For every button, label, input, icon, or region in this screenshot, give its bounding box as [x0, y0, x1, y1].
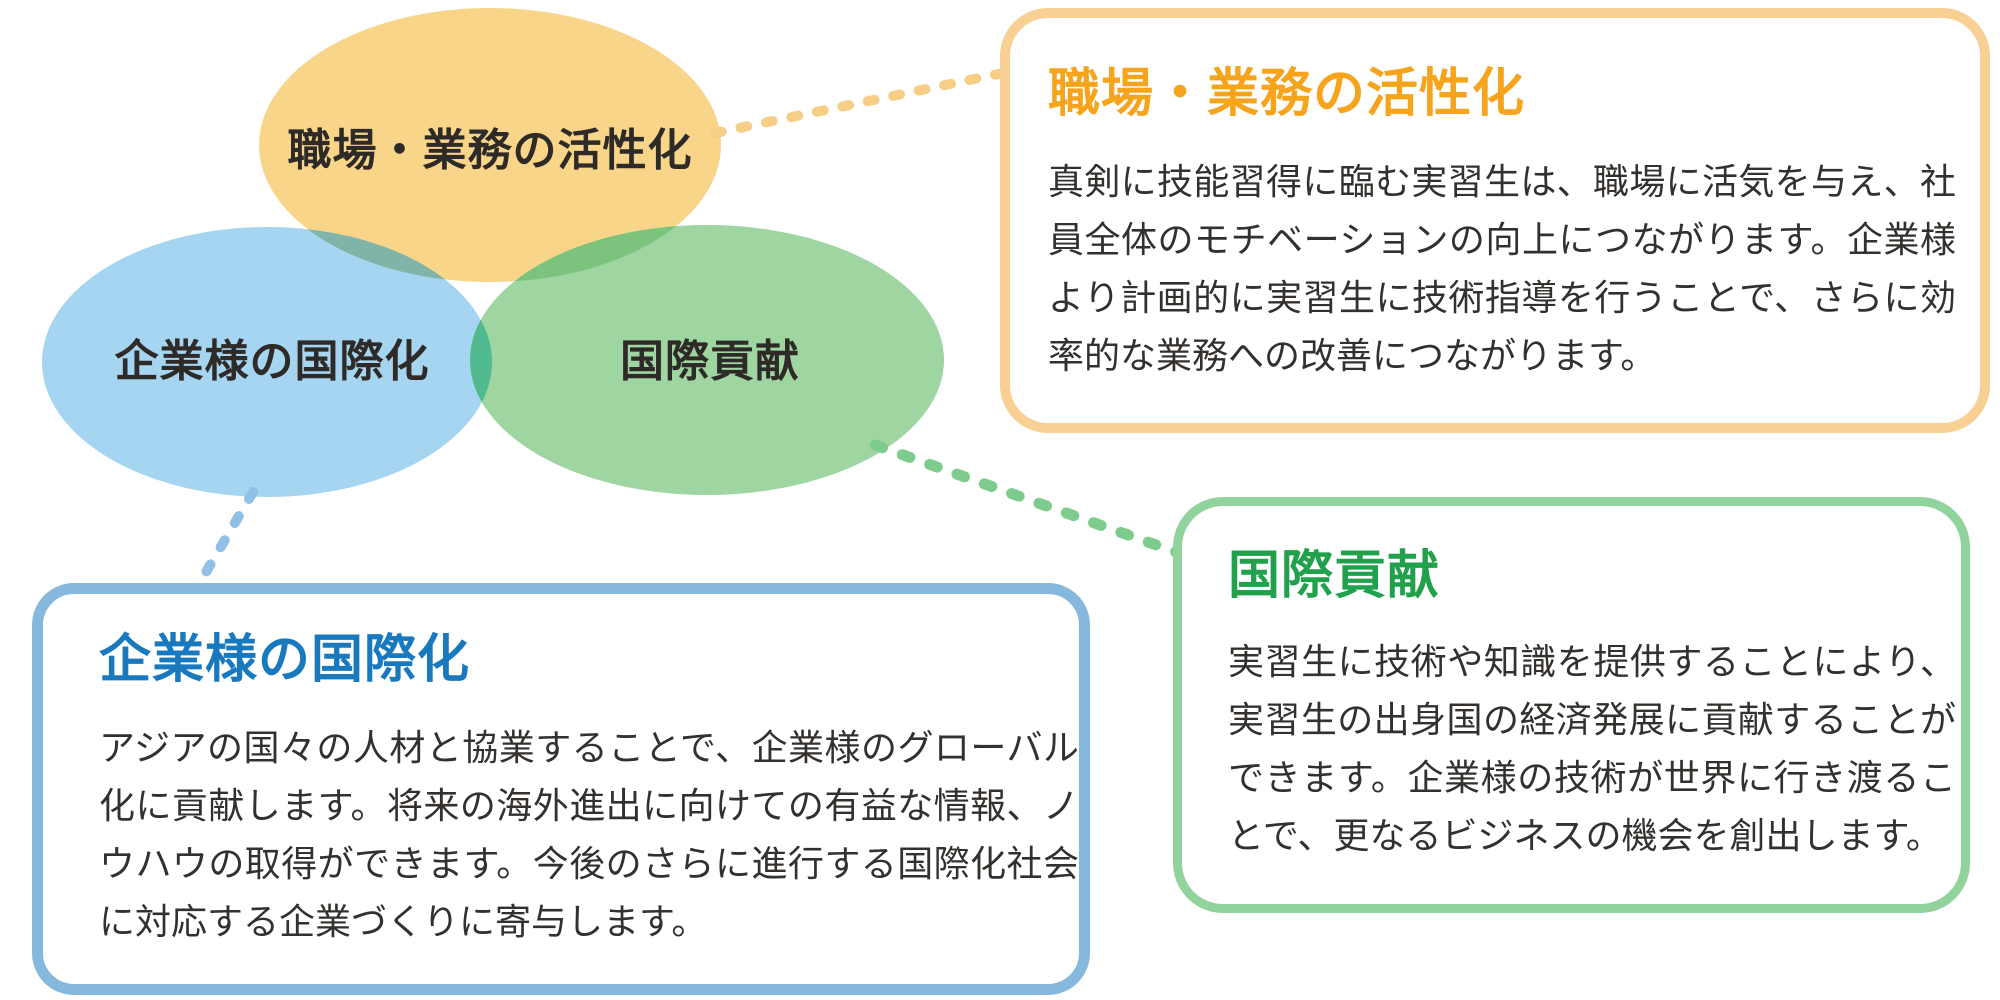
callout-contribution-body: 実習生に技術や知識を提供することにより、実習生の出身国の経済発展に貢献することが… — [1228, 642, 1956, 857]
ellipse-globalization — [42, 227, 492, 497]
connector-contribution-line — [869, 439, 1182, 558]
ellipse-label-globalization: 企業様の国際化 — [114, 336, 430, 387]
ellipse-workplace — [259, 8, 721, 282]
callout-workplace: 職場・業務の活性化 真剣に技能習得に臨む実習生は、職場に活気を与え、社員全体のモ… — [1000, 8, 1990, 433]
connector-workplace-line — [710, 68, 1008, 138]
callout-workplace-title: 職場・業務の活性化 — [1048, 64, 1526, 124]
ellipse-contribution — [470, 225, 944, 495]
callout-contribution-title: 国際貢献 — [1228, 546, 1441, 606]
callout-workplace-body: 真剣に技能習得に臨む実習生は、職場に活気を与え、社員全体のモチベーションの向上に… — [1048, 162, 1956, 377]
ellipse-label-contribution: 国際貢献 — [620, 336, 800, 387]
connector-globalization-line — [194, 487, 258, 589]
callout-globalization: 企業様の国際化 アジアの国々の人材と協業することで、企業様のグローバル化に貢献し… — [32, 583, 1090, 995]
ellipse-label-workplace: 職場・業務の活性化 — [287, 125, 693, 176]
callout-contribution: 国際貢献 実習生に技術や知識を提供することにより、実習生の出身国の経済発展に貢献… — [1173, 497, 1970, 913]
callout-globalization-body: アジアの国々の人材と協業することで、企業様のグローバル化に貢献します。将来の海外… — [99, 728, 1079, 943]
callout-globalization-title: 企業様の国際化 — [99, 630, 471, 690]
